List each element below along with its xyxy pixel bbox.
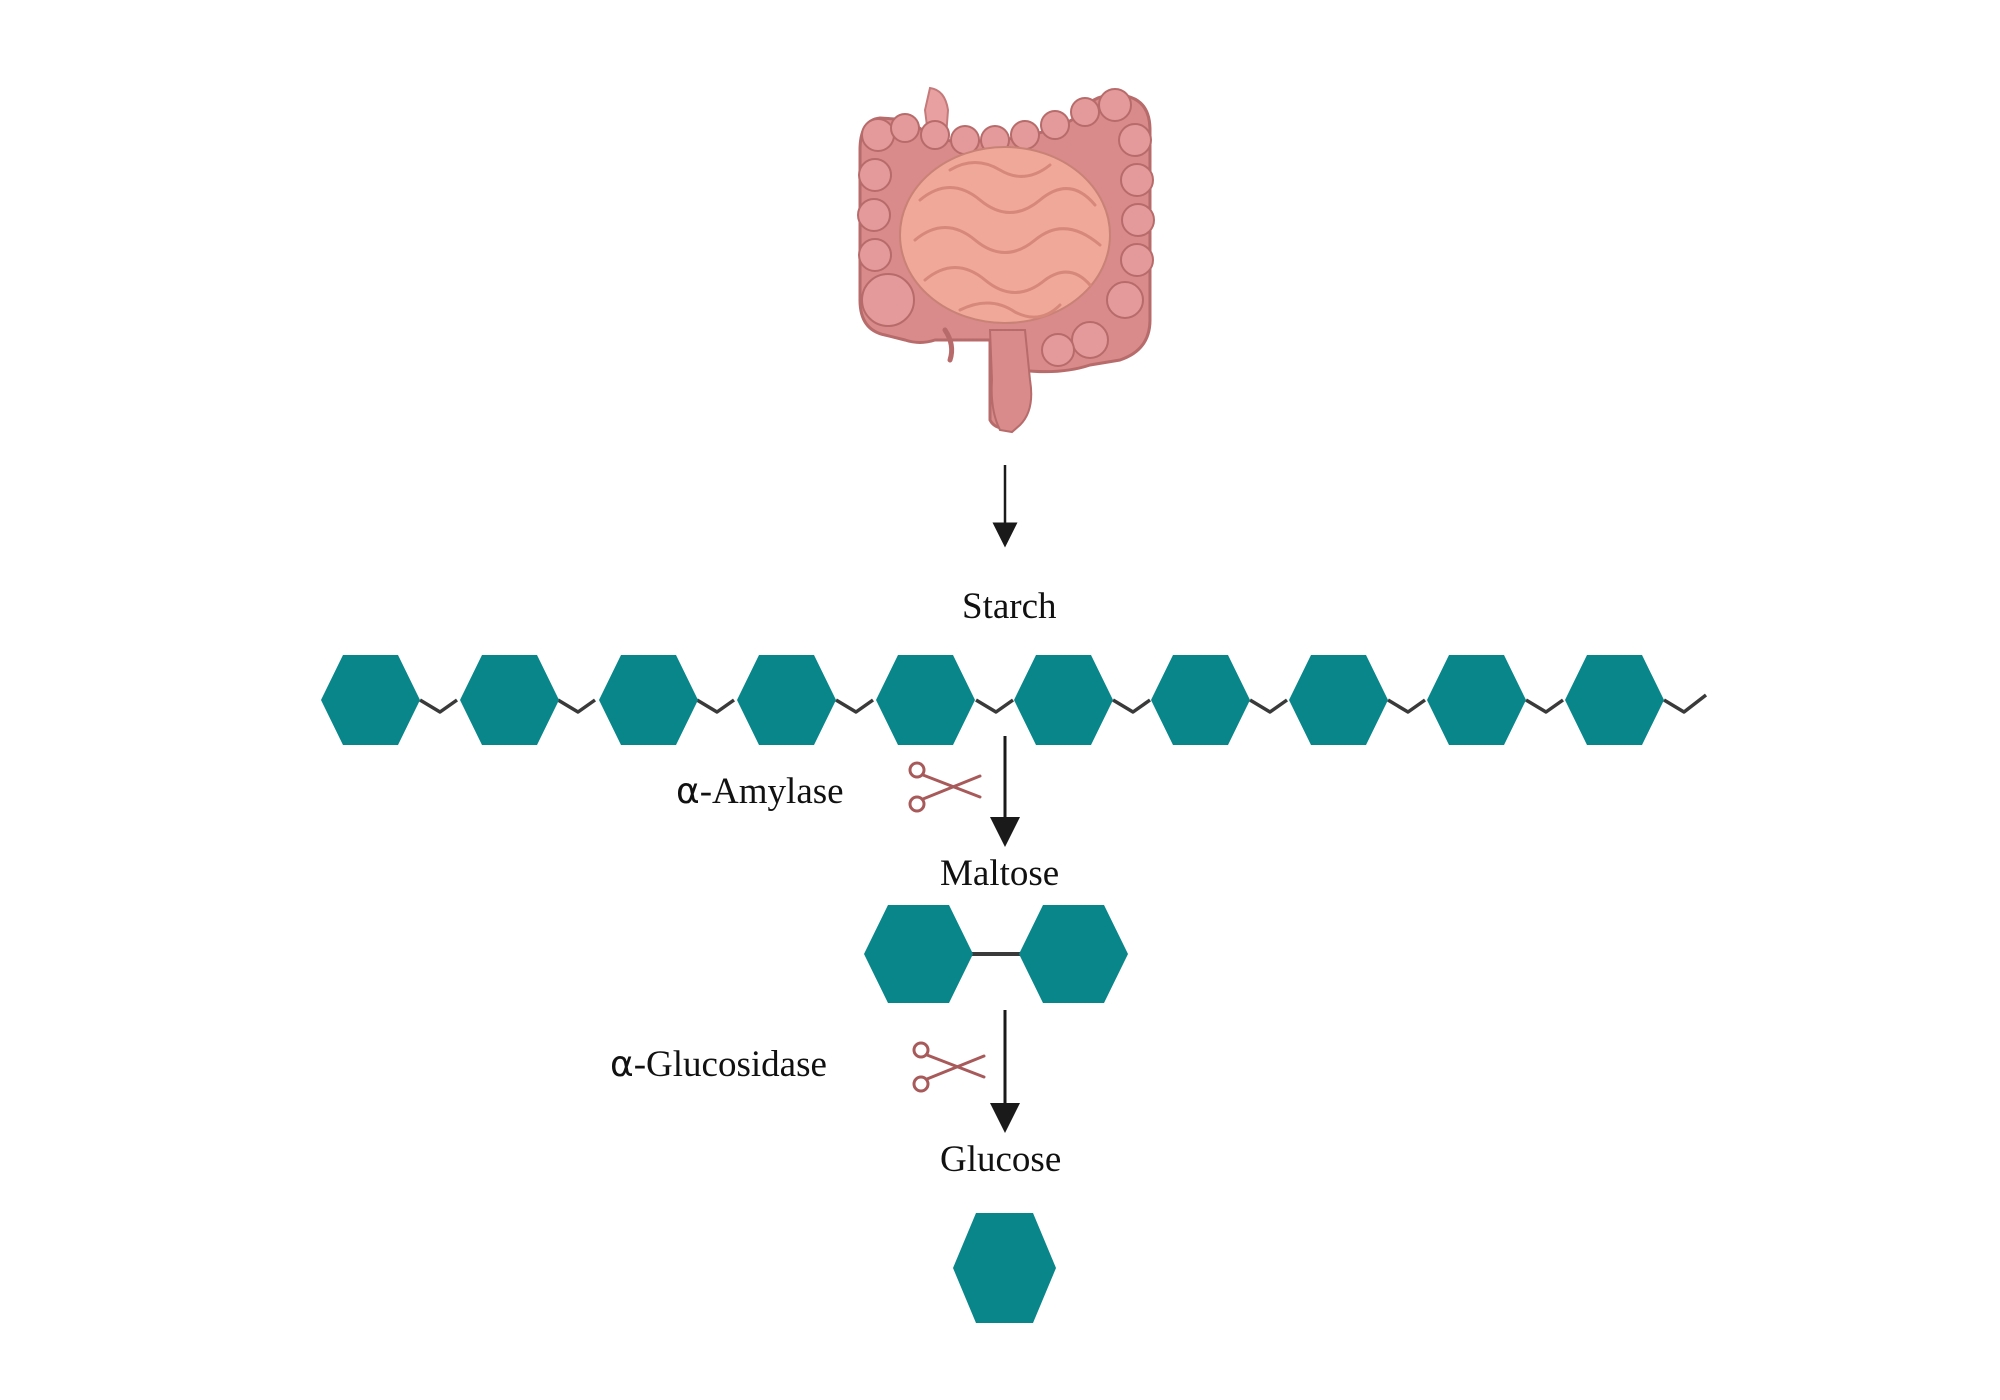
starch-glucose-unit <box>599 655 698 745</box>
maltose-label: Maltose <box>940 853 1060 894</box>
glucose-label: Glucose <box>940 1139 1062 1180</box>
intestines-icon <box>857 86 1155 434</box>
starch-glucose-unit <box>1014 655 1113 745</box>
alpha-symbol: α <box>676 771 700 812</box>
amylase-name: -Amylase <box>699 771 844 812</box>
alpha-symbol: α <box>610 1044 634 1085</box>
starch-glucose-unit <box>1289 655 1388 745</box>
alpha-glucosidase-label: α-Glucosidase <box>610 1046 827 1083</box>
starch-glucose-unit <box>1427 655 1526 745</box>
starch-glucose-unit <box>1151 655 1250 745</box>
scissors-icon <box>912 1041 986 1093</box>
glucosidase-name: -Glucosidase <box>633 1044 827 1085</box>
starch-bonds <box>419 693 1708 714</box>
starch-glucose-unit <box>876 655 975 745</box>
starch-glucose-unit <box>460 655 559 745</box>
starch-glucose-unit <box>737 655 836 745</box>
alpha-amylase-label: α-Amylase <box>676 773 844 810</box>
starch-glucose-unit <box>321 655 420 745</box>
starch-glucose-unit <box>1565 655 1664 745</box>
maltose-glucose-unit <box>864 905 973 1003</box>
maltose-molecule <box>864 905 1128 1003</box>
maltose-glucose-unit <box>1019 905 1128 1003</box>
starch-label: Starch <box>962 586 1057 627</box>
glucose-molecule <box>953 1213 1056 1323</box>
scissors-icon <box>908 761 982 813</box>
starch-chain <box>321 655 1664 745</box>
